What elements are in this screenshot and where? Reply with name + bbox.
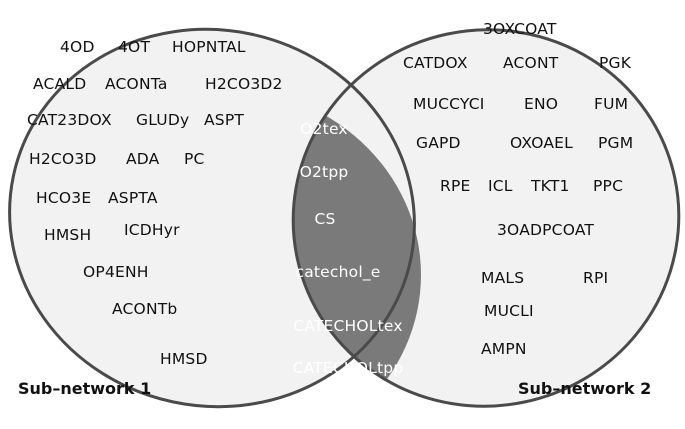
left-label: ASPT: [204, 111, 244, 129]
right-label: RPE: [440, 177, 471, 195]
left-only-labels: 4OD 4OT HOPNTAL ACALD ACONTa H2CO3D2 CAT…: [27, 38, 283, 368]
right-label: PPC: [593, 177, 623, 195]
right-label: MUCCYCI: [413, 95, 485, 113]
set-left-outline: [8, 27, 416, 409]
right-label: FUM: [594, 95, 628, 113]
left-label: ACALD: [33, 75, 86, 93]
right-label: 3OXCOAT: [483, 20, 557, 38]
left-label: 4OD: [60, 38, 95, 56]
left-label: H2CO3D2: [205, 75, 283, 93]
left-label: ACONTa: [105, 75, 168, 93]
right-label: GAPD: [416, 134, 461, 152]
right-label: CATDOX: [403, 54, 468, 72]
intersection-label: CATECHOLtpp: [293, 359, 404, 377]
left-label: HOPNTAL: [172, 38, 246, 56]
left-label: HMSD: [160, 350, 208, 368]
set-left-ellipse: [9, 29, 415, 407]
intersection-label: CATECHOLtex: [293, 317, 403, 335]
right-label: ICL: [488, 177, 513, 195]
left-label: ICDHyr: [124, 221, 180, 239]
set-left-title: Sub–network 1: [18, 379, 151, 398]
right-label: MALS: [481, 269, 524, 287]
intersection-label: catechol_e: [295, 263, 380, 282]
left-label: ADA: [126, 150, 160, 168]
left-label: ASPTA: [108, 189, 158, 207]
right-only-labels: 3OXCOAT CATDOX ACONT PGK MUCCYCI ENO FUM…: [403, 20, 633, 358]
left-label: H2CO3D: [29, 150, 97, 168]
right-label: MUCLI: [484, 302, 534, 320]
intersection-labels: O2tex O2tpp CS catechol_e CATECHOLtex CA…: [293, 120, 404, 377]
right-label: 3OADPCOAT: [497, 221, 594, 239]
left-label: 4OT: [118, 38, 150, 56]
set-right-title: Sub–network 2: [518, 379, 651, 398]
left-label: ACONTb: [112, 300, 177, 318]
left-label: HCO3E: [36, 189, 91, 207]
left-label: PC: [184, 150, 205, 168]
right-label: RPI: [583, 269, 608, 287]
set-right-outline: [291, 28, 681, 408]
right-label: ACONT: [503, 54, 559, 72]
right-label: ENO: [524, 95, 558, 113]
right-label: PGK: [599, 54, 632, 72]
intersection-label: O2tpp: [300, 163, 349, 181]
right-label: OXOAEL: [510, 134, 573, 152]
left-label: OP4ENH: [83, 263, 149, 281]
intersection-label: O2tex: [300, 120, 348, 138]
right-label: AMPN: [481, 340, 527, 358]
left-label: HMSH: [44, 226, 91, 244]
intersection-label: CS: [314, 210, 335, 228]
right-label: PGM: [598, 134, 633, 152]
left-label: CAT23DOX: [27, 111, 112, 129]
right-label: TKT1: [530, 177, 570, 195]
left-label: GLUDy: [136, 111, 189, 129]
